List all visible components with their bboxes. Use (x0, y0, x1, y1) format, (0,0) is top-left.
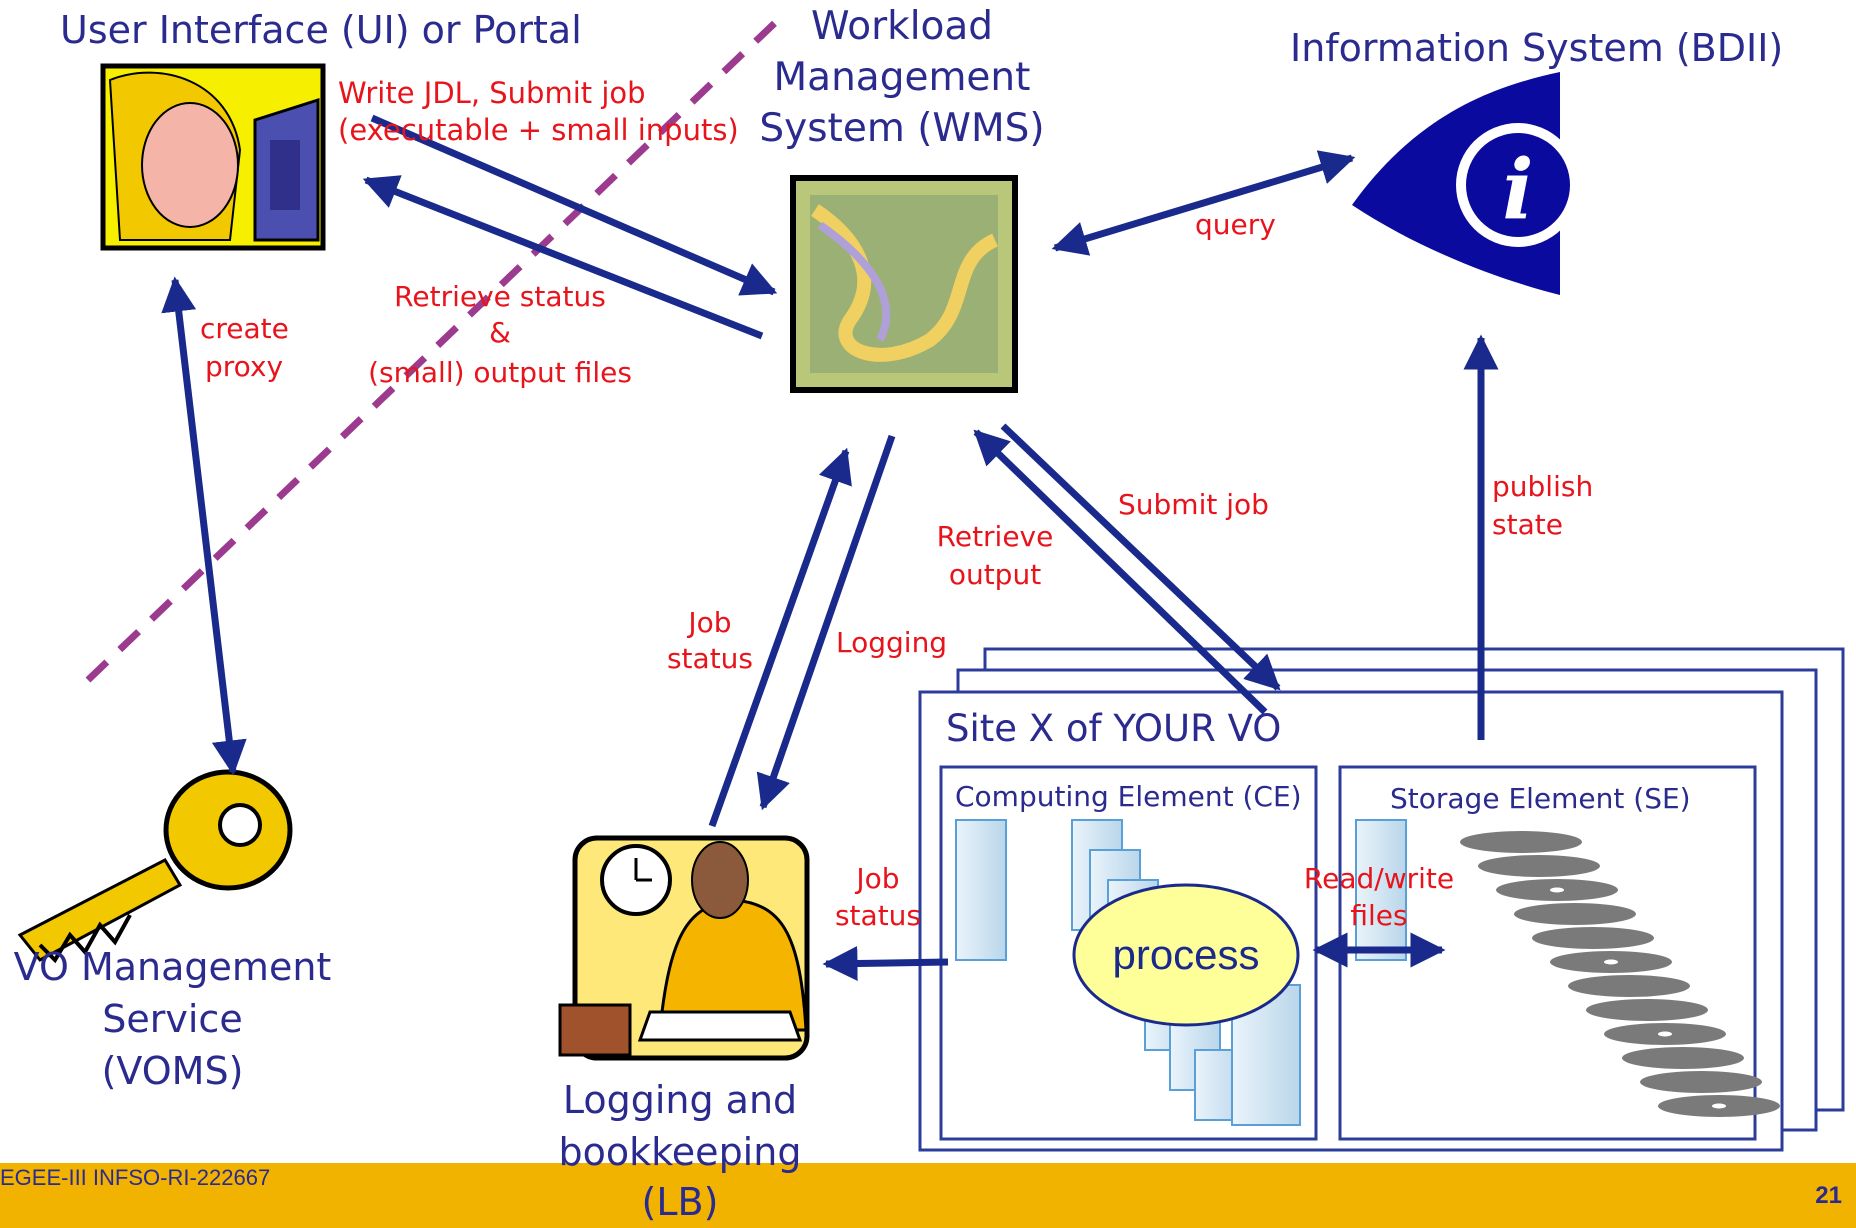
voms-title-line2: Service (102, 997, 243, 1041)
se-title: Storage Element (SE) (1390, 782, 1691, 815)
edge-label-job-status-2: status (666, 642, 754, 675)
footer-bar (0, 1163, 1856, 1228)
lb-title-line3: (LB) (641, 1180, 719, 1224)
edge-label-retrieve-output-2: output (948, 558, 1042, 591)
arrow-site-to-wms (973, 429, 1268, 715)
arrow-ui-to-wms (370, 114, 778, 296)
arrow-wms-to-lb (756, 434, 896, 811)
lb-title-line1: Logging and (562, 1078, 798, 1122)
info-system-icon: i (1352, 72, 1580, 295)
wms-title-line2: Management (773, 55, 1031, 100)
edge-label-publish-1: publish (1492, 470, 1594, 503)
logging-bookkeeping-icon (558, 835, 810, 1061)
edge-label-read-write-2: files (1350, 899, 1408, 932)
ce-title: Computing Element (CE) (955, 780, 1302, 813)
key-icon (17, 769, 293, 964)
arrow-wms-to-site (1000, 423, 1281, 691)
edge-label-job-status-ce-1: Job (856, 862, 900, 895)
wms-title-line3: System (WMS) (759, 106, 1045, 151)
svg-text:i: i (1502, 142, 1533, 238)
edge-label-retrieve-output-1: Retrieve (936, 520, 1054, 553)
bdii-title: Information System (BDII) (1290, 26, 1784, 70)
edge-label-write-jdl-1: Write JDL, Submit job (338, 76, 646, 110)
voms-title-line1: VO Management (13, 945, 332, 989)
arrow-wms-bdii (1051, 150, 1356, 256)
page-number: 21 (1815, 1182, 1842, 1209)
process-label: process (1112, 931, 1260, 978)
edge-label-retrieve-status-3: (small) output files (368, 356, 632, 389)
edge-label-job-status-1: Job (688, 606, 732, 639)
arrow-ce-to-lb (822, 945, 949, 981)
edge-label-retrieve-status-1: Retrieve status (394, 280, 606, 313)
site-title: Site X of YOUR VO (946, 707, 1282, 750)
edge-label-create-proxy-1: create (200, 312, 289, 345)
edge-label-write-jdl-2: (executable + small inputs) (338, 113, 739, 147)
lb-title-line2: bookkeeping (558, 1130, 802, 1174)
edge-label-job-status-ce-2: status (834, 899, 922, 932)
edge-label-logging: Logging (836, 626, 948, 659)
ui-title: User Interface (UI) or Portal (60, 8, 582, 52)
arrow-lb-to-wms (708, 447, 852, 828)
edge-label-create-proxy-2: proxy (205, 350, 284, 383)
wms-icon (790, 175, 1018, 393)
edge-label-submit-job: Submit job (1118, 488, 1269, 521)
footer-project-id: EGEE-III INFSO-RI-222667 (0, 1165, 271, 1190)
edge-label-retrieve-status-2: & (489, 316, 511, 349)
boundary-dashed-line (85, 15, 783, 683)
edge-label-publish-2: state (1492, 508, 1563, 541)
site-frames (918, 647, 1845, 1152)
voms-title-line3: (VOMS) (101, 1049, 244, 1093)
storage-disks-icon (1460, 831, 1780, 1117)
edge-label-read-write-1: Read/write (1303, 862, 1455, 895)
arrow-wms-to-ui (362, 175, 764, 340)
arrow-ui-voms (161, 276, 247, 776)
process-ellipse (1072, 883, 1300, 1027)
edge-label-query: query (1195, 208, 1276, 241)
user-portal-icon (100, 63, 326, 251)
wms-title-line1: Workload (810, 4, 994, 49)
